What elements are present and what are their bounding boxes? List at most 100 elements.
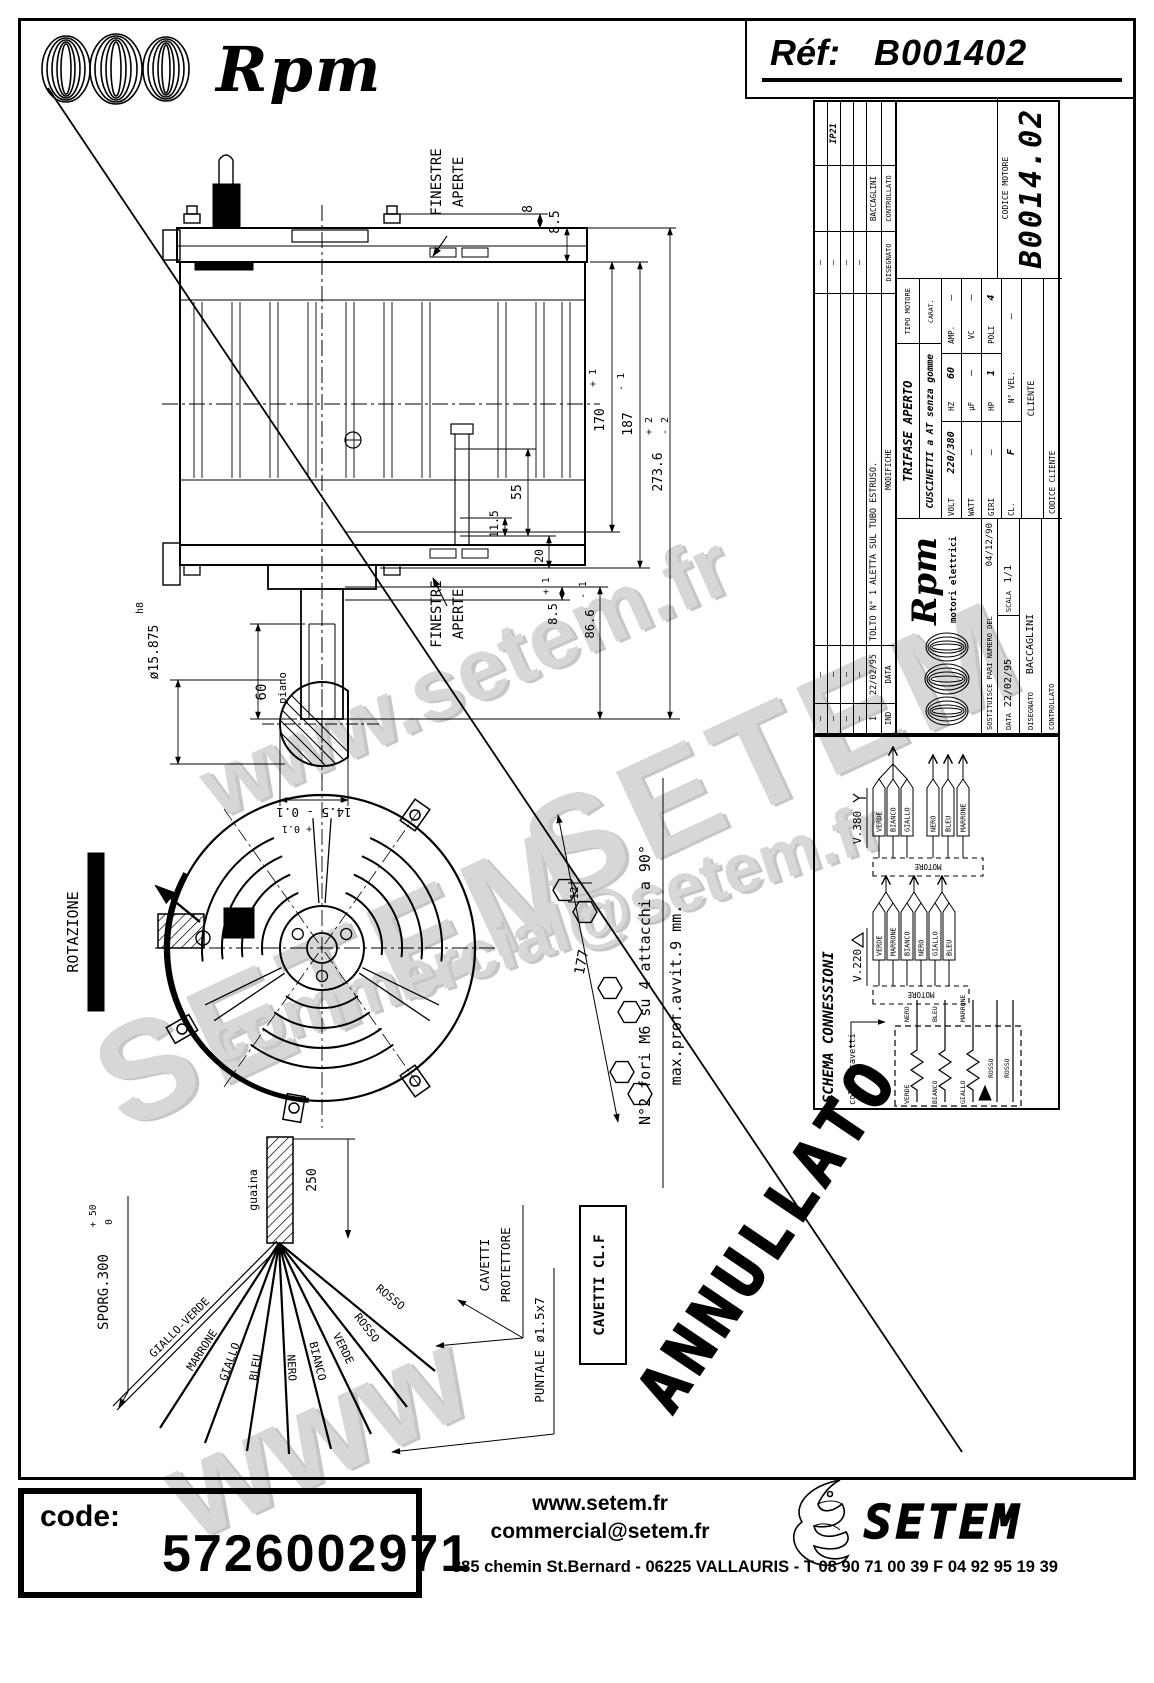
rev-cell — [867, 102, 881, 165]
coil-icon — [41, 33, 190, 105]
tb-disegnato-value: BACCAGLINI — [1025, 613, 1036, 675]
footer-code-value: 5726002971 — [162, 1525, 472, 1583]
label-cavetti-clf: CAVETTI CL.F — [592, 1234, 608, 1335]
v380-wire: NERO — [930, 816, 938, 832]
tb-volt-label: VOLT — [947, 497, 956, 516]
wire-label: NERO — [284, 1354, 298, 1381]
coil-icon — [924, 632, 970, 726]
dim-finestre-top-2: APERTE — [451, 157, 467, 208]
label-piano: piano — [277, 672, 289, 704]
tol-8-5-b: + 1 — [541, 577, 552, 594]
rev-cell: – — [854, 703, 866, 733]
tb-vc-value: – — [966, 294, 977, 301]
tol-86-6: - 1 — [578, 581, 589, 598]
dim-187: 187 — [621, 412, 636, 435]
rev-cell: – — [828, 645, 840, 703]
cable-diagram — [112, 1136, 627, 1455]
label-cavetti: CAVETTI — [477, 1239, 492, 1292]
footer-address: 885 chemin St.Bernard - 06225 VALLAURIS … — [452, 1558, 1058, 1576]
res-right-label: NERO — [903, 1006, 911, 1022]
rev-header-data: DATA — [882, 645, 895, 703]
dim-273-6: 273.6 — [651, 452, 666, 491]
rev-cell: – — [854, 231, 866, 293]
tb-watt-row: WATT – µF – VC – — [961, 278, 981, 518]
tb-giri-label: GIRI — [987, 497, 996, 516]
dim-finestre-bot-1: FINESTRE — [429, 580, 445, 647]
tb-sost-label: SOSTITUISCE PARI NUMERO DEL — [985, 616, 994, 730]
tb-codice-motore-label: CODICE MOTORE — [1001, 156, 1010, 220]
tb-vc-label: VC — [962, 316, 981, 355]
rev-cell — [828, 165, 840, 231]
rev-cell: – — [841, 231, 853, 293]
rev-entry-by: BACCAGLINI — [867, 165, 881, 231]
tb-data-scala: DATA 22/02/95 SCALA 1/1 — [997, 518, 1019, 733]
label-rotazione: ROTAZIONE — [64, 891, 82, 972]
dim-170: 170 — [593, 408, 608, 431]
label-guaina: guaina — [246, 1169, 260, 1211]
dim-177: 177 — [572, 948, 593, 976]
tb-giri-row: GIRI – HP 1 POLI 4 — [981, 278, 1001, 518]
tb-hz-label: HZ — [942, 391, 961, 422]
tol-sporg-plus: + 50 — [88, 1204, 99, 1227]
ref-label: Réf: — [770, 32, 840, 73]
dim-20: 20 — [532, 549, 546, 563]
rev-cell — [815, 165, 827, 231]
tol-187: - 1 — [616, 373, 627, 391]
res-right-label: BLEU — [931, 1006, 939, 1022]
tb-cl-row: CL. F N° VEL. – — [1001, 278, 1021, 518]
tb-volt-value: 220/380 — [946, 431, 957, 474]
tb-tipo-row: TRIFASE APERTO TIPO MOTORE — [897, 278, 919, 518]
tb-poli-label: POLI — [982, 316, 1001, 355]
dim-8-5-b: 8.5 — [546, 603, 560, 625]
dim-8-5: 8.5 — [548, 210, 563, 233]
schema-motore-label: MOTORE — [914, 862, 942, 871]
v380-wire: BIANCO — [890, 807, 898, 832]
v220-wire: BLEU — [946, 940, 954, 956]
rev-entry-ind: 1 — [867, 703, 881, 733]
rev-entry-mod: TOLTO N° 1 ALETTA SUL TUBO ESTRUSO. — [867, 293, 881, 645]
dim-11-5: 11.5 — [487, 510, 501, 538]
rev-cell: – — [854, 645, 866, 703]
side-view-dim-text: FINESTRE APERTE FINESTRE APERTE 8 8.5 17… — [135, 148, 671, 834]
tb-cl-value: F — [1006, 449, 1017, 456]
rev-header-dis: DISEGNATO — [882, 231, 895, 293]
rev-cell — [882, 102, 895, 165]
rev-cell: – — [828, 231, 840, 293]
tb-cl-label: CL. — [1007, 502, 1016, 516]
setem-swoosh-icon — [792, 1479, 850, 1567]
tb-uf-label: µF — [962, 391, 981, 422]
schema-colore-label: colore cavetti — [848, 1033, 858, 1105]
rev-cell — [854, 165, 866, 231]
v380-wire: GIALLO — [904, 807, 912, 832]
brand-text: Rpm — [216, 32, 383, 106]
front-view — [87, 775, 664, 1188]
res-right-label: MARRONE — [959, 995, 967, 1022]
label-sporg: SPORG.300 — [96, 1254, 112, 1330]
tb-hp-value: 1 — [986, 370, 997, 377]
res-left-label: BIANCO — [931, 1080, 939, 1104]
tol-170: + 1 — [588, 369, 599, 387]
rev-cell: – — [841, 703, 853, 733]
ref-block: Réf: B001402 — [762, 32, 1122, 82]
tb-disegnato-label: DISEGNATO — [1026, 692, 1035, 730]
tb-nvel-label: N° VEL. — [1002, 353, 1021, 422]
v220-wire: VERDE — [876, 936, 884, 956]
res-left-label: VERDE — [903, 1084, 911, 1104]
footer-code-label: code: — [40, 1500, 121, 1533]
rosso-label: ROSSO — [1003, 1058, 1011, 1078]
dim-60: 60 — [254, 684, 270, 701]
tb-sostituisce: SOSTITUISCE PARI NUMERO DEL 04/12/90 — [981, 518, 997, 733]
dim-8: 8 — [521, 205, 536, 213]
tb-logo: Rpm motori elettrici — [897, 518, 981, 733]
wire-label: BLEU — [247, 1353, 264, 1381]
wire-label: ROSSO — [351, 1311, 382, 1345]
tb-codice-motore-value: B0014.02 — [1014, 107, 1049, 269]
dim-86-6: 86.6 — [583, 610, 597, 639]
tb-codice-cliente: CODICE CLIENTE — [1043, 278, 1062, 518]
tb-data-label: DATA — [1004, 713, 1013, 730]
footer-code-box: code: 5726002971 — [18, 1488, 472, 1598]
schema-connessioni: SCHEMA CONNESSIONI colore cavetti VERDE … — [813, 735, 1060, 1110]
tb-carat-value: CUSCINETTI a AT senza gomme — [925, 354, 936, 509]
footer-brand-text: SETEM — [864, 1495, 1022, 1549]
rev-header-mod: MODIFICHE — [882, 293, 895, 645]
